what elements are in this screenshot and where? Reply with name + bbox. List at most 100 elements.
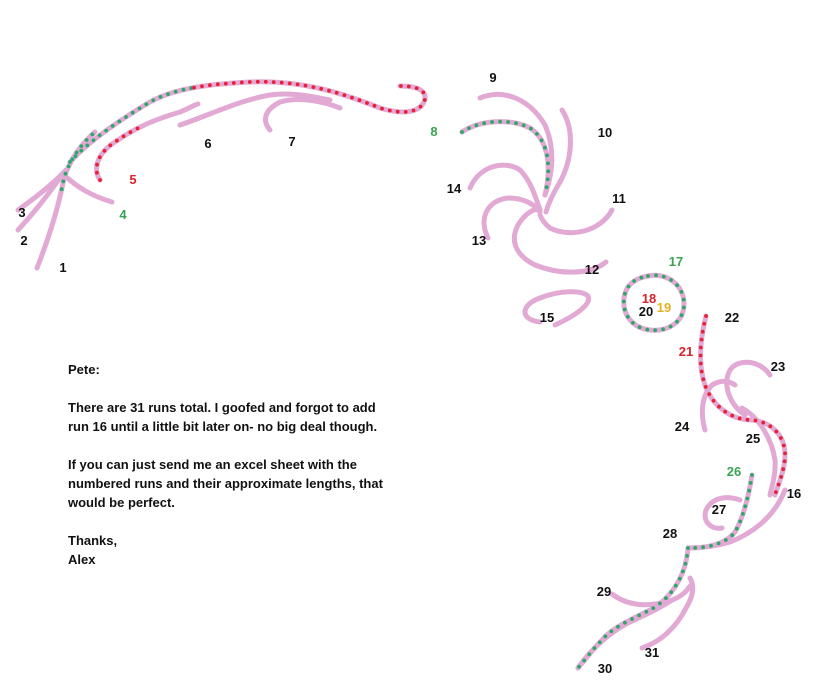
run-12-stroke (511, 207, 609, 275)
marker-dot (639, 275, 644, 280)
marker-dot (631, 321, 635, 325)
marker-dot (679, 313, 684, 318)
marker-dot (70, 157, 75, 162)
marker-dot (779, 475, 783, 479)
marker-dot (701, 545, 705, 550)
marker-dot (637, 325, 642, 330)
marker-dot (137, 106, 142, 111)
run-label-29: 29 (597, 584, 611, 599)
marker-dot (498, 119, 502, 124)
marker-dot (303, 83, 308, 88)
marker-dot (630, 617, 634, 621)
marker-dot (490, 120, 494, 124)
marker-dot (681, 297, 686, 302)
marker-dot (709, 543, 713, 548)
marker-dot (474, 123, 479, 128)
marker-dot (350, 95, 354, 100)
marker-dot (622, 307, 627, 312)
marker-dot (681, 569, 685, 574)
marker-dot (661, 327, 665, 332)
marker-dot (743, 504, 748, 509)
run-label-7: 7 (288, 134, 295, 149)
marker-dot (387, 108, 392, 113)
marker-dot (592, 646, 597, 651)
marker-dot (514, 121, 518, 126)
marker-dot (166, 92, 170, 96)
marker-dot (723, 409, 728, 414)
marker-dot (144, 102, 149, 107)
marker-dot (342, 93, 347, 97)
marker-dot (781, 443, 786, 448)
marker-dot (411, 108, 416, 113)
run-27-stroke (702, 495, 743, 531)
run-label-10: 10 (598, 125, 612, 140)
marker-dot (698, 353, 703, 358)
marker-dot (124, 115, 128, 119)
marker-dot (700, 329, 705, 334)
marker-dot (747, 488, 751, 493)
marker-dot (543, 145, 547, 150)
marker-dot (703, 385, 708, 389)
run-label-31: 31 (645, 645, 659, 660)
marker-dot (734, 526, 739, 531)
run-label-17: 17 (669, 254, 683, 269)
marker-dot (658, 601, 662, 606)
run-label-14: 14 (447, 181, 462, 196)
marker-dot (737, 416, 742, 421)
marker-dot (231, 81, 236, 85)
marker-dot (781, 467, 786, 472)
run-label-19: 19 (657, 300, 671, 315)
marker-dot (730, 413, 735, 418)
marker-dot (701, 377, 706, 382)
marker-dot (698, 361, 703, 366)
marker-dot (223, 81, 228, 86)
run-23-stroke (724, 359, 773, 418)
marker-dot (702, 321, 707, 326)
marker-dot (135, 126, 140, 131)
marker-dot (287, 81, 292, 86)
note-paragraph-1: There are 31 runs total. I goofed and fo… (68, 400, 378, 434)
run-label-24: 24 (675, 419, 690, 434)
marker-dot (693, 546, 698, 550)
marker-dot (645, 327, 650, 332)
marker-dot (319, 86, 324, 91)
marker-dot (173, 89, 178, 94)
marker-dot (115, 138, 119, 143)
run-label-22: 22 (725, 310, 739, 325)
marker-dot (110, 124, 115, 128)
marker-dot (748, 481, 753, 485)
marker-dot (669, 590, 674, 595)
marker-dot (98, 178, 102, 182)
marker-dot (653, 328, 658, 333)
run-5-stroke (94, 101, 201, 183)
marker-dot (745, 496, 750, 501)
run-11-stroke (537, 207, 615, 236)
marker-dot (395, 109, 400, 114)
marker-dot (545, 177, 550, 182)
marker-dot (79, 144, 84, 149)
note-to-pete: Pete: There are 31 runs total. I goofed … (68, 360, 388, 569)
run-7-stroke (263, 97, 343, 133)
marker-dot (104, 128, 109, 133)
marker-dot (779, 436, 783, 440)
marker-dot (679, 290, 684, 294)
marker-dot (651, 606, 656, 610)
marker-dot (529, 126, 533, 131)
marker-dot (91, 138, 96, 143)
marker-dot (675, 283, 679, 288)
marker-dot (625, 314, 630, 319)
marker-dot (535, 132, 539, 136)
marker-dot (406, 84, 411, 89)
marker-dot (327, 88, 331, 93)
marker-dot (621, 299, 626, 304)
run-label-9: 9 (489, 70, 496, 85)
marker-dot (84, 138, 89, 142)
run-label-30: 30 (598, 661, 612, 676)
marker-dot (623, 620, 627, 625)
marker-dot (102, 148, 107, 153)
marker-dot (189, 86, 194, 90)
marker-dot (295, 82, 300, 87)
run-label-16: 16 (787, 486, 801, 501)
marker-dot (128, 130, 133, 135)
